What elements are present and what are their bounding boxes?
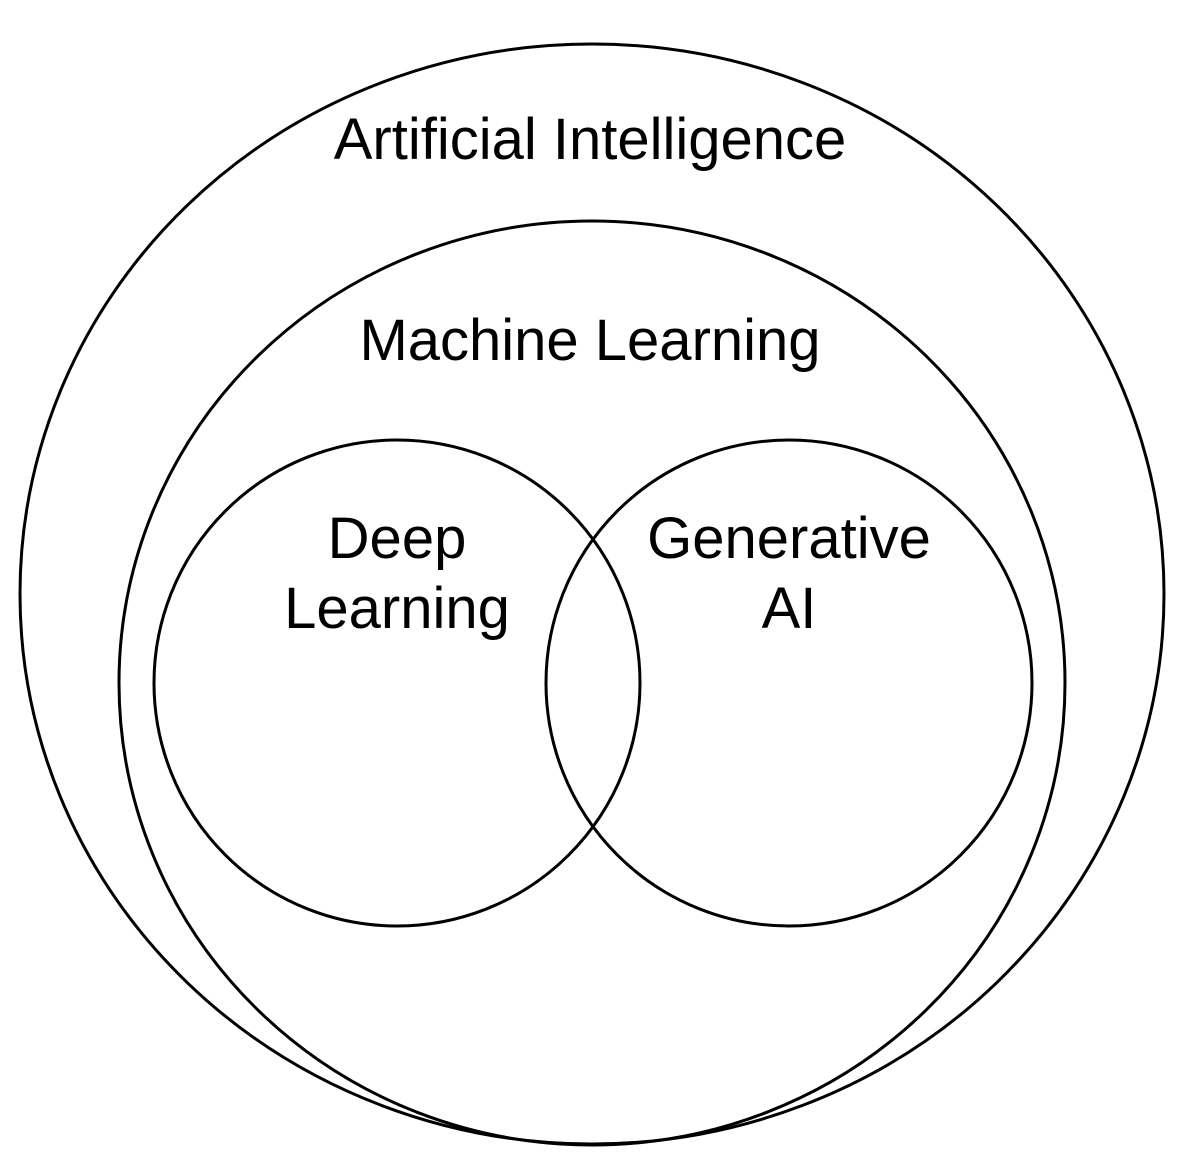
generative-ai-label-line1: Generative bbox=[647, 506, 931, 571]
deep-learning-circle bbox=[152, 438, 642, 928]
generative-ai-label-line2: AI bbox=[762, 576, 817, 641]
deep-learning-label-line1: Deep bbox=[328, 506, 467, 571]
artificial-intelligence-label: Artificial Intelligence bbox=[334, 107, 847, 172]
artificial-intelligence-circle bbox=[18, 42, 1166, 1146]
generative-ai-circle bbox=[544, 438, 1034, 928]
machine-learning-label: Machine Learning bbox=[359, 308, 820, 373]
machine-learning-ellipse bbox=[117, 219, 1067, 1147]
deep-learning-label-line2: Learning bbox=[284, 576, 510, 641]
